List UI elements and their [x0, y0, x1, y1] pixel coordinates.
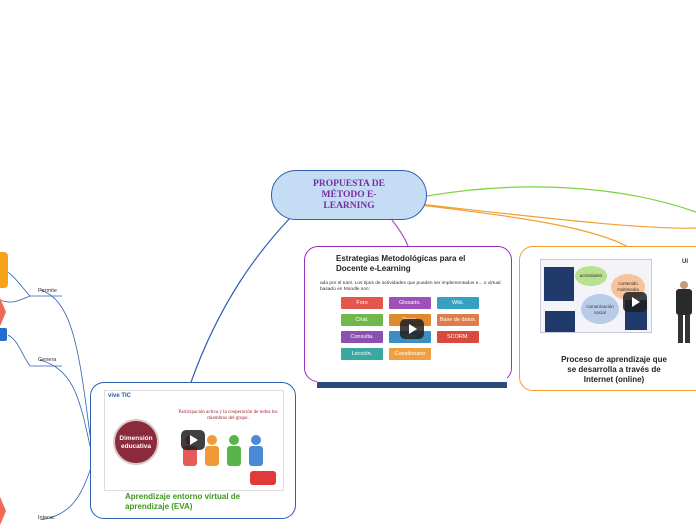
- online-video-thumbnail[interactable]: actividades contenido multimedia comunic…: [540, 259, 652, 333]
- left-label-interac: Interac: [38, 515, 55, 521]
- strategies-play-button[interactable]: [400, 319, 424, 339]
- root-title: PROPUESTA DE MÉTODO E-LEARNING: [313, 178, 385, 211]
- online-process-title: Proceso de aprendizaje que se desarrolla…: [561, 355, 667, 384]
- eva-slide-brand: vive TIC: [108, 393, 132, 399]
- root-node[interactable]: PROPUESTA DE MÉTODO E-LEARNING: [271, 170, 427, 220]
- link-to-eva: [189, 217, 291, 386]
- eva-card[interactable]: vive TIC Dimensión educativa Participaci…: [90, 382, 296, 519]
- eva-slide-caption: Participación activa y la cooperación de…: [178, 410, 278, 421]
- left-node-orange[interactable]: [0, 252, 8, 288]
- activity-cuestionario: Cuestionario: [389, 348, 431, 360]
- activity-wiki: Wiki.: [437, 297, 479, 309]
- bubble-actividades: actividades: [575, 266, 607, 286]
- activity-base-de-datos: Base de datos.: [437, 314, 479, 326]
- bubble-comunicacion: comunicación social: [581, 294, 619, 324]
- link-left-2: [39, 359, 93, 456]
- link-left-orange: [417, 203, 696, 229]
- eva-video-thumbnail[interactable]: vive TIC Dimensión educativa Participaci…: [104, 390, 284, 491]
- activity-foro: Foro: [341, 297, 383, 309]
- strategies-intro: ada por el tutor. Los tipos de actividad…: [320, 281, 501, 292]
- activity-scorm: SCORM.: [437, 331, 479, 343]
- left-label-permite: Permite: [38, 288, 57, 294]
- eva-corner-logo: [250, 471, 276, 485]
- link-green: [426, 186, 696, 213]
- left-label-genera: Genera: [38, 357, 57, 363]
- link-left-1: [39, 289, 93, 451]
- link-to-strategies: [391, 219, 409, 247]
- left-node-red[interactable]: [0, 293, 6, 331]
- strategies-card[interactable]: Estrategias Metodológicas para el Docent…: [304, 246, 512, 388]
- activity-chat: Chat.: [341, 314, 383, 326]
- link-to-online: [419, 204, 631, 249]
- left-node-red-2[interactable]: [0, 492, 6, 530]
- eva-title: Aprendizaje entorno virtual de aprendiza…: [125, 492, 241, 511]
- presenter-figure: [673, 269, 696, 355]
- eva-play-button[interactable]: [181, 430, 205, 450]
- strategies-title: Estrategias Metodológicas para el Docent…: [336, 254, 466, 273]
- strategies-video-thumbnail[interactable]: ada por el tutor. Los tipos de actividad…: [317, 278, 507, 388]
- online-logo: UI: [682, 259, 688, 265]
- eva-slide-circle: Dimensión educativa: [113, 419, 159, 465]
- link-left-3: [39, 464, 93, 520]
- strategies-footer: 1:4:10: [320, 383, 333, 388]
- activity-glosario: Glosario.: [389, 297, 431, 309]
- online-process-card[interactable]: actividades contenido multimedia comunic…: [519, 246, 696, 391]
- online-play-button[interactable]: [623, 292, 647, 312]
- left-node-blue[interactable]: [0, 328, 7, 341]
- activity-consulta: Consulta.: [341, 331, 383, 343]
- activity-leccion: Lección.: [341, 348, 383, 360]
